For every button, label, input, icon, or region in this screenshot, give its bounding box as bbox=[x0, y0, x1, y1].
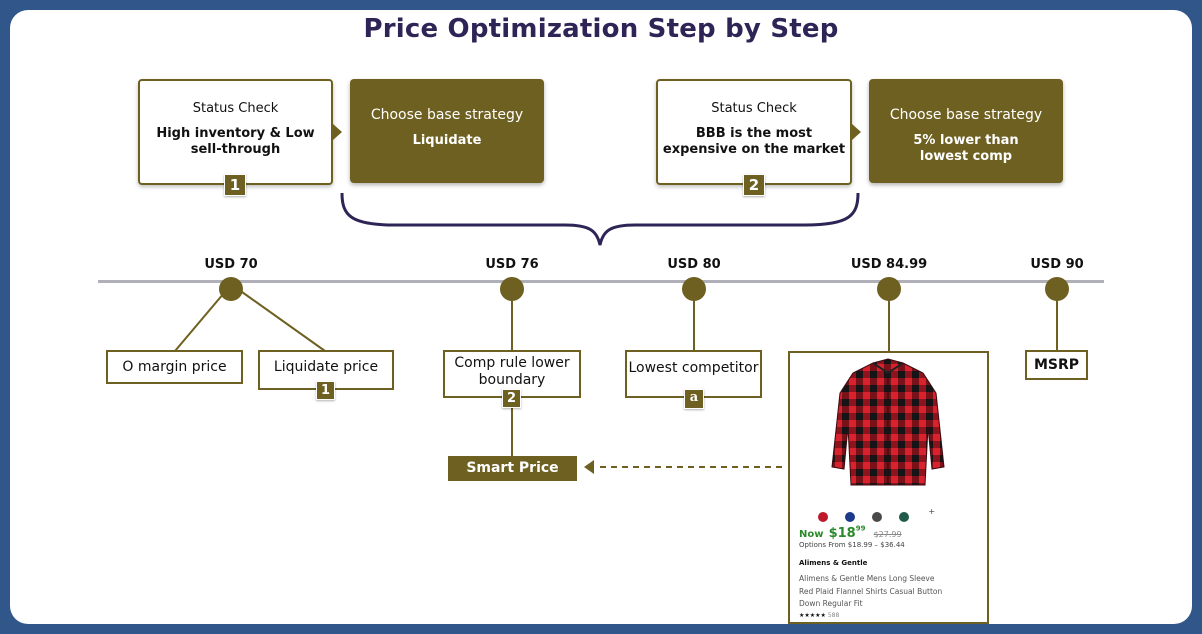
swatch-gray[interactable] bbox=[872, 512, 883, 522]
price-label-90: USD 90 bbox=[1030, 257, 1084, 272]
step-badge-1: 1 bbox=[224, 174, 246, 196]
star-rating-icon: ★★★★★ bbox=[799, 612, 826, 619]
strategy-value: Liquidate bbox=[412, 133, 482, 148]
label-msrp: MSRP bbox=[1025, 350, 1088, 380]
step-badge-2: 2 bbox=[743, 174, 765, 196]
strategy-box-2: Choose base strategy 5% lower than lowes… bbox=[869, 79, 1063, 183]
strategy-label: Choose base strategy bbox=[889, 107, 1043, 123]
status-check-label: Status Check bbox=[192, 101, 279, 116]
strategy-box-1: Choose base strategy Liquidate bbox=[350, 79, 544, 183]
curly-brace-icon bbox=[340, 192, 860, 246]
price-cents: 99 bbox=[855, 524, 866, 533]
timeline-dot-70 bbox=[219, 277, 243, 301]
more-swatches-button[interactable]: + bbox=[928, 507, 936, 516]
connector-76-smart bbox=[511, 408, 513, 456]
connector-84-99 bbox=[888, 300, 890, 351]
product-title[interactable]: Alimens & Gentle Mens Long Sleeve Red Pl… bbox=[799, 573, 942, 611]
rating: ★★★★★ 588 bbox=[799, 612, 839, 619]
swatch-green[interactable] bbox=[899, 512, 910, 522]
status-check-box-1: Status Check High inventory & Low sell-t… bbox=[138, 79, 333, 185]
price-label-76: USD 76 bbox=[485, 257, 539, 272]
timeline-dot-90 bbox=[1045, 277, 1069, 301]
page-title: Price Optimization Step by Step bbox=[363, 14, 839, 44]
plaid-shirt-image bbox=[831, 358, 945, 486]
arrow-right-icon bbox=[333, 124, 342, 140]
smart-price-label: Smart Price bbox=[448, 456, 577, 481]
status-check-box-2: Status Check BBB is the most expensive o… bbox=[656, 79, 852, 185]
price-label-84-99: USD 84.99 bbox=[850, 257, 928, 272]
price-label-70: USD 70 bbox=[204, 257, 258, 272]
product-price: Now $1899 $27.99 bbox=[799, 522, 902, 541]
status-check-value: High inventory & Low sell-through bbox=[156, 126, 315, 157]
connector-90 bbox=[1056, 300, 1058, 351]
product-title-line: Red Plaid Flannel Shirts Casual Button bbox=[799, 586, 943, 596]
timeline-dot-80 bbox=[682, 277, 706, 301]
connector-80 bbox=[693, 300, 695, 351]
status-check-label: Status Check bbox=[711, 101, 797, 116]
label-zero-margin-price: O margin price bbox=[106, 350, 243, 384]
timeline-axis bbox=[98, 280, 1104, 283]
color-swatches: + bbox=[818, 507, 938, 526]
price-dollars: $18 bbox=[828, 526, 856, 541]
amazon-icon: a bbox=[684, 389, 704, 409]
was-price: $27.99 bbox=[873, 530, 902, 539]
product-card: + Now $1899 $27.99 Options From $18.99 –… bbox=[788, 351, 989, 624]
swatch-navy[interactable] bbox=[845, 512, 856, 522]
arrow-right-icon bbox=[852, 124, 861, 140]
price-options: Options From $18.99 – $36.44 bbox=[799, 541, 905, 549]
strategy-value: 5% lower than lowest comp bbox=[913, 133, 1019, 164]
now-label: Now bbox=[799, 529, 824, 540]
status-check-value: BBB is the most expensive on the market bbox=[662, 126, 846, 157]
connector-76 bbox=[511, 300, 513, 351]
price-label-80: USD 80 bbox=[667, 257, 721, 272]
strategy-label: Choose base strategy bbox=[370, 107, 524, 123]
comp-rule-badge-2: 2 bbox=[502, 389, 521, 408]
swatch-red[interactable] bbox=[818, 512, 828, 522]
product-title-line: Down Regular Fit bbox=[799, 599, 863, 608]
brand-name: Alimens & Gentle bbox=[799, 559, 868, 567]
product-title-line: Alimens & Gentle Mens Long Sleeve bbox=[799, 574, 935, 583]
review-count: 588 bbox=[827, 612, 840, 619]
timeline-dot-84-99 bbox=[877, 277, 901, 301]
liquidate-badge-1: 1 bbox=[316, 381, 335, 400]
timeline-dot-76 bbox=[500, 277, 524, 301]
